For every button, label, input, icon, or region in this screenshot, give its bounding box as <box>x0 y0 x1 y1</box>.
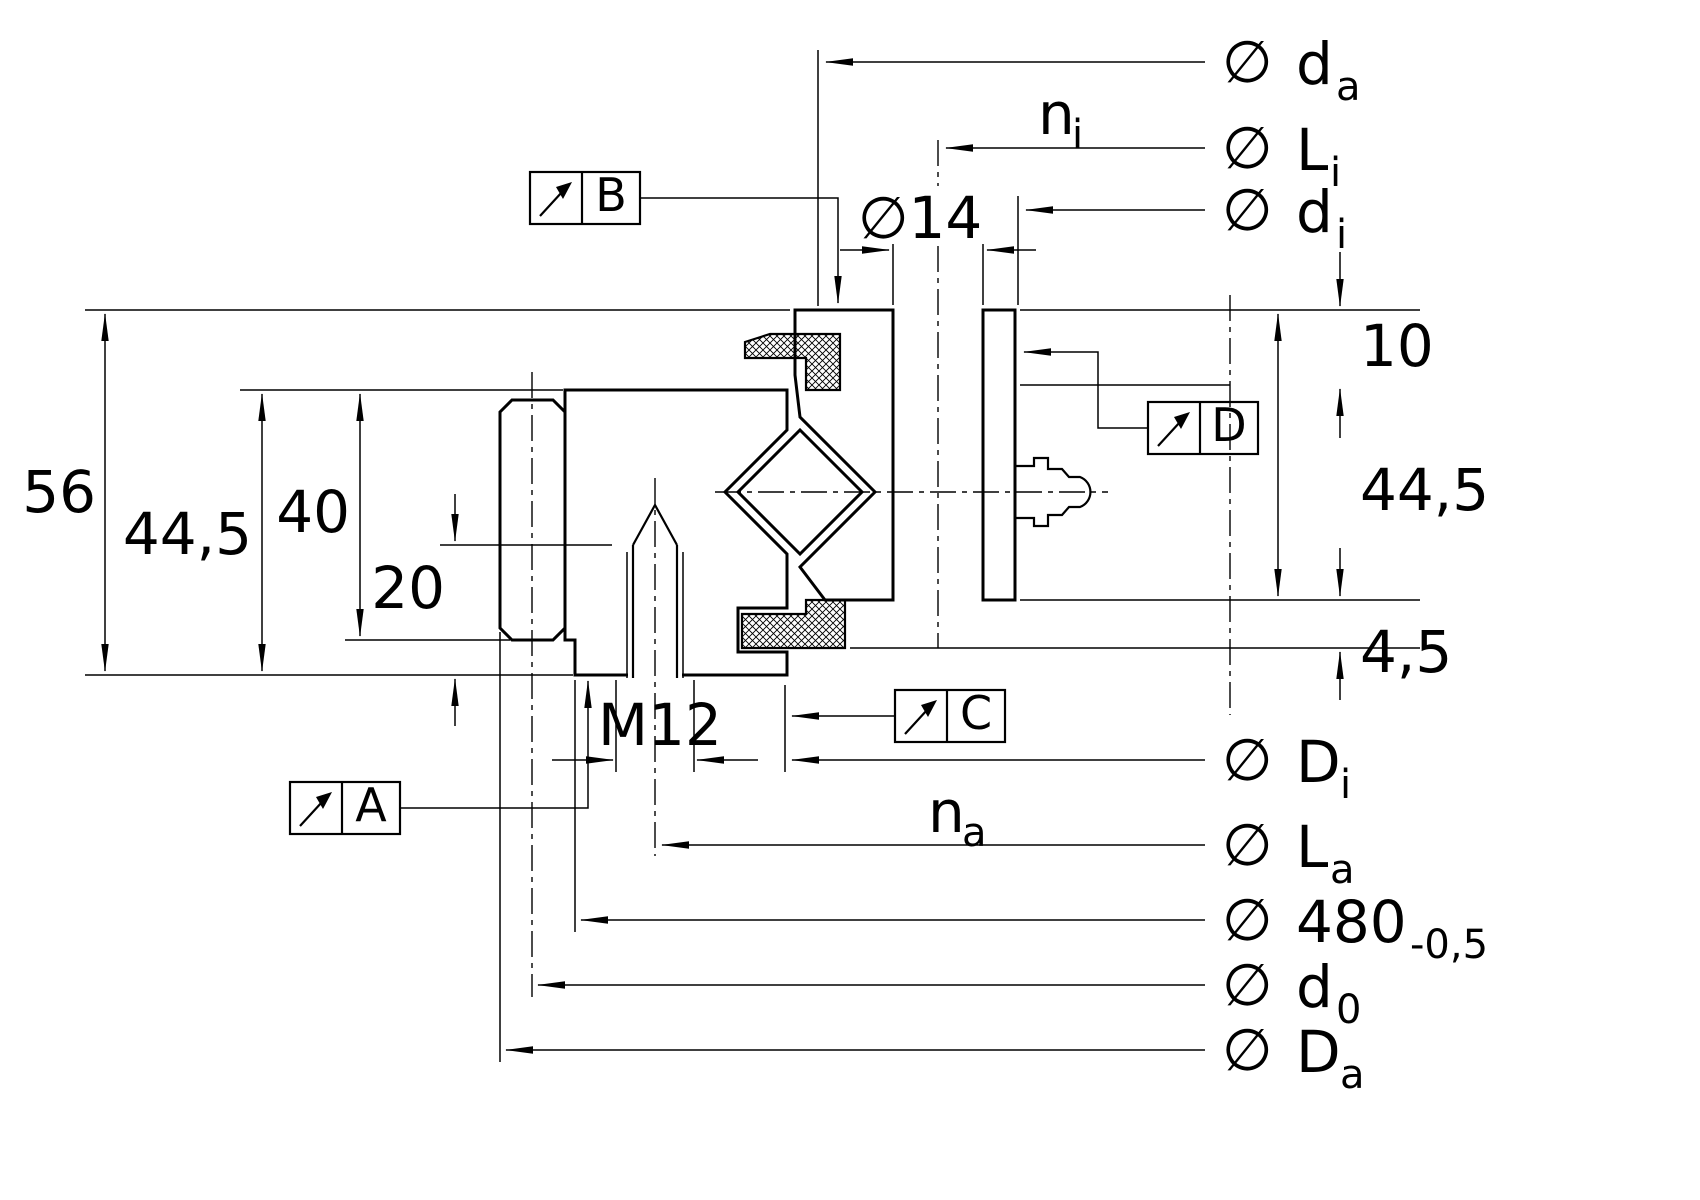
drill-point <box>632 502 678 546</box>
ext-m12-edges <box>615 680 695 772</box>
dimension-lines <box>101 58 1344 1054</box>
datum-a-label: A <box>355 778 387 832</box>
label-dia-di: ∅ d i <box>1222 176 1347 258</box>
label-56: 56 <box>22 458 96 526</box>
datum-b-leader <box>640 197 842 304</box>
top-seal <box>743 332 842 392</box>
label-base: D <box>1296 1018 1341 1086</box>
datum-flags: B A C D <box>288 168 1260 836</box>
flag-icon <box>904 709 928 735</box>
datum-flag-c: C <box>893 686 1007 744</box>
label-na-base: n <box>928 778 965 846</box>
label-base: L <box>1296 813 1328 881</box>
label-ni-base: n <box>1038 80 1075 148</box>
label-44-5-right: 44,5 <box>1360 456 1489 524</box>
datum-c-label: C <box>960 686 992 740</box>
thread-crest-lines <box>626 552 684 678</box>
flag-icon <box>1157 421 1181 447</box>
flag-arrow-icon <box>921 700 937 717</box>
label-20: 20 <box>371 554 445 622</box>
phi-icon: ∅ <box>1222 114 1273 182</box>
label-dia-Di: ∅ D i <box>1222 726 1351 808</box>
label-dia-Da: ∅ D a <box>1222 1016 1365 1098</box>
label-dia-480: ∅ 480 -0,5 <box>1222 886 1488 968</box>
label-tolerance: -0,5 <box>1410 922 1488 968</box>
label-dia-da-top: ∅ d a <box>1222 28 1361 110</box>
inner-ring-band <box>981 308 1017 602</box>
datum-flag-b: B <box>528 168 642 226</box>
top-seal-mesh <box>745 334 840 390</box>
inner-ring-section <box>793 308 895 602</box>
label-sub: i <box>1340 762 1351 808</box>
bottom-seal <box>740 598 847 650</box>
extension-lines <box>85 50 1420 1062</box>
label-ni-sub: i <box>1072 112 1083 158</box>
label-dia-d0: ∅ d 0 <box>1222 951 1361 1033</box>
label-dia-La: ∅ L a <box>1222 811 1355 893</box>
ext-hole-edges <box>892 244 984 305</box>
label-base: d <box>1296 953 1333 1021</box>
label-4-5: 4,5 <box>1360 618 1452 686</box>
label-base: d <box>1296 30 1333 98</box>
label-base: 480 <box>1296 888 1407 956</box>
threaded-hole-m12 <box>626 502 684 678</box>
label-hole-14: ∅14 <box>858 184 982 252</box>
datum-flag-a: A <box>288 778 402 836</box>
flag-arrow-icon <box>556 182 572 199</box>
dimension-labels: 56 44,5 40 20 M12 ∅14 10 44,5 4,5 n i n … <box>22 28 1489 1098</box>
outer-ring-section <box>563 388 789 677</box>
outer-ring-od-band <box>498 398 567 642</box>
flag-icon <box>539 191 563 217</box>
label-sub: 0 <box>1336 987 1361 1033</box>
crossed-roller <box>735 427 865 557</box>
flag-arrow-icon <box>1174 412 1190 429</box>
phi-icon: ∅ <box>1222 726 1273 794</box>
label-sub: i <box>1336 212 1347 258</box>
phi-icon: ∅ <box>1222 951 1273 1019</box>
datum-d-leader <box>1023 348 1148 429</box>
label-sub: a <box>1330 847 1355 893</box>
label-sub: i <box>1330 150 1341 196</box>
label-base: d <box>1296 178 1333 246</box>
flag-arrow-icon <box>316 792 332 809</box>
label-44-5-left: 44,5 <box>123 500 252 568</box>
datum-c-box <box>893 688 1007 744</box>
datum-b-box <box>528 170 642 226</box>
datum-a-leader <box>400 680 592 809</box>
centerlines <box>531 140 1231 997</box>
label-sub: a <box>1336 64 1361 110</box>
datum-b-label: B <box>595 168 627 222</box>
label-base: D <box>1296 728 1341 796</box>
phi-icon: ∅ <box>1222 811 1273 879</box>
datum-a-box <box>288 780 402 836</box>
section-geometry <box>498 308 1092 678</box>
datum-d-box <box>1146 400 1260 456</box>
bottom-seal-mesh <box>742 600 845 648</box>
phi-icon: ∅ <box>1222 1016 1273 1084</box>
grease-nipple <box>1013 456 1092 528</box>
label-m12: M12 <box>598 691 722 759</box>
tap-drill-lines <box>631 545 679 678</box>
label-dia-Li: ∅ L i <box>1222 114 1341 196</box>
label-40: 40 <box>276 478 350 546</box>
phi-icon: ∅ <box>1222 28 1273 96</box>
datum-flag-d: D <box>1146 398 1260 456</box>
phi-icon: ∅ <box>1222 886 1273 954</box>
label-10: 10 <box>1360 312 1434 380</box>
label-sub: a <box>1340 1052 1365 1098</box>
flag-icon <box>299 801 323 827</box>
label-na-sub: a <box>962 810 987 856</box>
datum-d-label: D <box>1211 398 1246 452</box>
phi-icon: ∅ <box>1222 176 1273 244</box>
label-base: L <box>1296 116 1328 184</box>
